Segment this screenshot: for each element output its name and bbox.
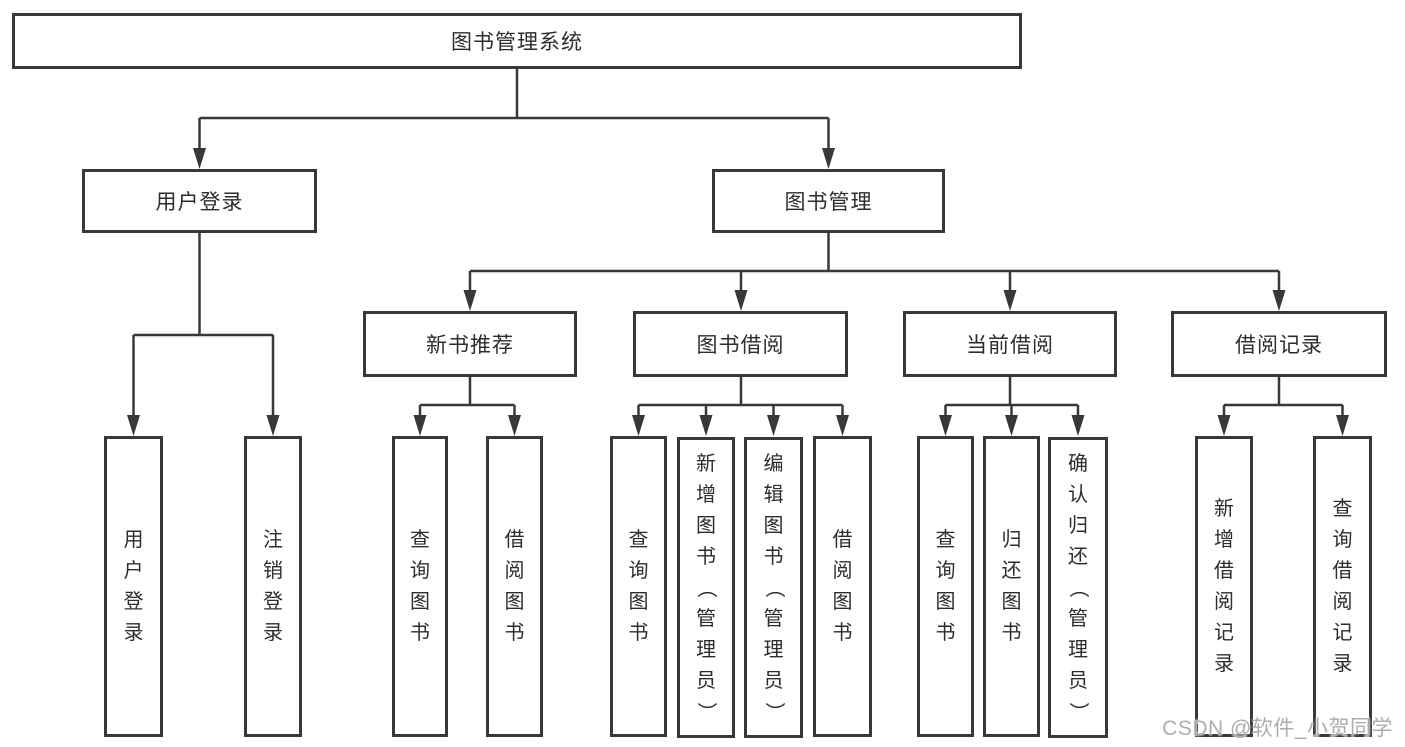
node-leaf-bb-borrow: 借阅图书 [813,436,872,737]
node-leaf-bb-edit-label: 编辑图书（管理员） [762,452,785,722]
node-leaf-nb-query-label: 查询图书 [410,529,430,644]
node-leaf-bb-query-label: 查询图书 [628,529,649,644]
node-borrow-record-label: 借阅记录 [1235,334,1323,357]
node-book-mgmt: 图书管理 [712,169,945,233]
watermark-text: CSDN @软件_小贺同学 [1162,717,1393,740]
node-leaf-user-login: 用户登录 [104,436,163,737]
node-leaf-cb-confirm-label: 确认归还（管理员） [1067,452,1089,722]
node-user-login: 用户登录 [82,169,317,233]
connector-book-mgmt-to-level3 [463,233,1286,311]
node-leaf-br-query-label: 查询借阅记录 [1332,498,1353,675]
node-leaf-nb-query: 查询图书 [392,436,448,737]
node-leaf-logout: 注销登录 [244,436,302,737]
node-leaf-cb-return: 归还图书 [983,436,1040,737]
node-leaf-br-add-label: 新增借阅记录 [1214,498,1234,675]
node-book-mgmt-label: 图书管理 [784,191,873,214]
node-leaf-cb-return-label: 归还图书 [1001,529,1022,644]
node-leaf-br-add: 新增借阅记录 [1195,436,1253,737]
node-leaf-nb-borrow: 借阅图书 [486,436,543,737]
node-book-borrow-label: 图书借阅 [696,334,785,357]
connector-current-borrow-to-children [939,377,1085,436]
node-leaf-bb-add-label: 新增图书（管理员） [695,452,717,722]
node-root: 图书管理系统 [12,13,1022,69]
node-leaf-nb-borrow-label: 借阅图书 [504,529,525,644]
node-current-borrow-label: 当前借阅 [966,334,1054,357]
node-root-label: 图书管理系统 [451,31,583,54]
node-leaf-br-query: 查询借阅记录 [1313,436,1372,737]
node-leaf-cb-confirm: 确认归还（管理员） [1048,437,1108,738]
connector-root-to-level2 [193,69,835,169]
node-new-book: 新书推荐 [363,311,577,377]
connector-user-login-to-children [127,233,280,436]
connector-book-borrow-to-children [632,377,849,436]
node-leaf-logout-label: 注销登录 [263,529,283,644]
connector-new-book-to-children [413,377,521,436]
node-leaf-cb-query-label: 查询图书 [935,529,956,644]
node-leaf-bb-borrow-label: 借阅图书 [832,529,853,644]
connector-borrow-record-to-children [1217,377,1349,436]
node-borrow-record: 借阅记录 [1171,311,1387,377]
node-leaf-cb-query: 查询图书 [917,436,974,737]
node-book-borrow: 图书借阅 [633,311,848,377]
node-new-book-label: 新书推荐 [426,334,514,357]
node-leaf-bb-add: 新增图书（管理员） [677,437,735,738]
node-leaf-user-login-label: 用户登录 [123,529,144,644]
node-user-login-label: 用户登录 [155,191,244,214]
node-leaf-bb-edit: 编辑图书（管理员） [744,437,803,738]
node-leaf-bb-query: 查询图书 [610,436,667,737]
node-current-borrow: 当前借阅 [903,311,1117,377]
